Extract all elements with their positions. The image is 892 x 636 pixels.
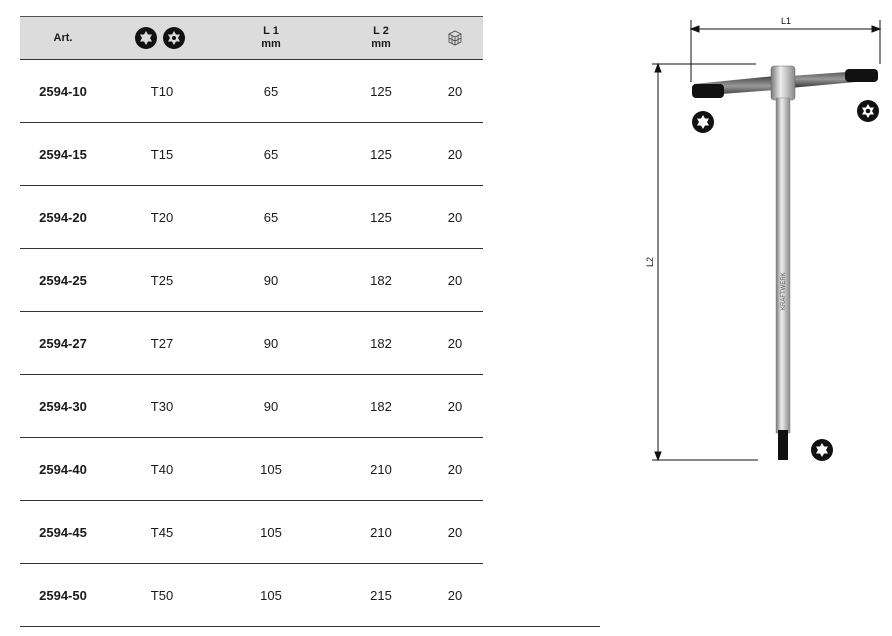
cell-qty: 20: [447, 272, 463, 288]
cell-l2: 182: [370, 272, 392, 288]
cell-art: 2594-45: [39, 524, 87, 540]
cell-l1: 90: [263, 335, 279, 351]
cell-qty: 20: [447, 209, 463, 225]
cell-size: T10: [150, 83, 174, 99]
cell-art: 2594-10: [39, 83, 87, 99]
table-row: 2594-27 T27 90 182 20: [20, 312, 483, 375]
cell-size: T45: [150, 524, 174, 540]
table-row: 2594-40 T40 105 210 20: [20, 438, 483, 501]
cell-l1: 90: [263, 272, 279, 288]
cell-art: 2594-50: [39, 587, 87, 603]
torx-tamper-icon: [163, 27, 185, 49]
cell-size: T50: [150, 587, 174, 603]
cell-art: 2594-27: [39, 335, 87, 351]
table-row: 2594-50 T50 105 215 20: [20, 564, 600, 627]
brand-label: KRAFTWERK: [781, 272, 787, 310]
cell-qty: 20: [447, 83, 463, 99]
cell-l1: 65: [263, 83, 279, 99]
cell-art: 2594-20: [39, 209, 87, 225]
table-row: 2594-45 T45 105 210 20: [20, 501, 483, 564]
cell-art: 2594-40: [39, 461, 87, 477]
cell-art: 2594-25: [39, 272, 87, 288]
cell-l2: 210: [370, 461, 392, 477]
torx-tamper-tip-icon: [857, 100, 879, 122]
header-torx: [128, 17, 192, 59]
cell-size: T40: [150, 461, 174, 477]
t-handle-wrench-diagram: L1 L2 KRAFTWERK: [645, 16, 882, 462]
header-l2-unit: mm: [371, 38, 391, 50]
table-row: 2594-30 T30 90 182 20: [20, 375, 483, 438]
wrench-image: KRAFTWERK: [692, 65, 878, 460]
cell-art: 2594-30: [39, 398, 87, 414]
header-art: Art.: [20, 17, 106, 59]
cell-l1: 105: [260, 461, 282, 477]
cell-l2: 125: [370, 146, 392, 162]
header-art-label: Art.: [53, 31, 73, 44]
cell-qty: 20: [447, 587, 463, 603]
cell-qty: 20: [447, 461, 463, 477]
cell-l1: 105: [260, 524, 282, 540]
cell-size: T30: [150, 398, 174, 414]
cell-l2: 182: [370, 335, 392, 351]
torx-tip-bottom-icon: [811, 439, 833, 461]
cell-l1: 105: [260, 587, 282, 603]
cell-size: T25: [150, 272, 174, 288]
cell-qty: 20: [447, 335, 463, 351]
header-l1-unit: mm: [261, 38, 281, 50]
table-row: 2594-20 T20 65 125 20: [20, 186, 483, 249]
table-row: 2594-10 T10 65 125 20: [20, 60, 483, 123]
cell-l2: 210: [370, 524, 392, 540]
cell-l1: 90: [263, 398, 279, 414]
torx-star-icon: [135, 27, 157, 49]
cell-size: T15: [150, 146, 174, 162]
table-row: 2594-15 T15 65 125 20: [20, 123, 483, 186]
cell-l1: 65: [263, 209, 279, 225]
cell-l1: 65: [263, 146, 279, 162]
cell-size: T20: [150, 209, 174, 225]
cell-l2: 125: [370, 209, 392, 225]
header-l2-label: L 2: [373, 25, 389, 37]
package-cube-icon: [448, 30, 462, 46]
cell-art: 2594-15: [39, 146, 87, 162]
torx-tip-left-icon: [692, 111, 714, 133]
cell-qty: 20: [447, 524, 463, 540]
cell-l2: 215: [370, 587, 392, 603]
cell-qty: 20: [447, 146, 463, 162]
cell-l2: 125: [370, 83, 392, 99]
header-l1-label: L 1: [263, 25, 279, 37]
l1-label: L1: [781, 16, 791, 26]
cell-l2: 182: [370, 398, 392, 414]
table-row: 2594-25 T25 90 182 20: [20, 249, 483, 312]
l2-dimension: [652, 62, 758, 462]
cell-qty: 20: [447, 398, 463, 414]
cell-size: T27: [150, 335, 174, 351]
l2-label: L2: [645, 257, 655, 267]
header-pack: [440, 17, 470, 59]
l1-dimension: [689, 20, 882, 82]
